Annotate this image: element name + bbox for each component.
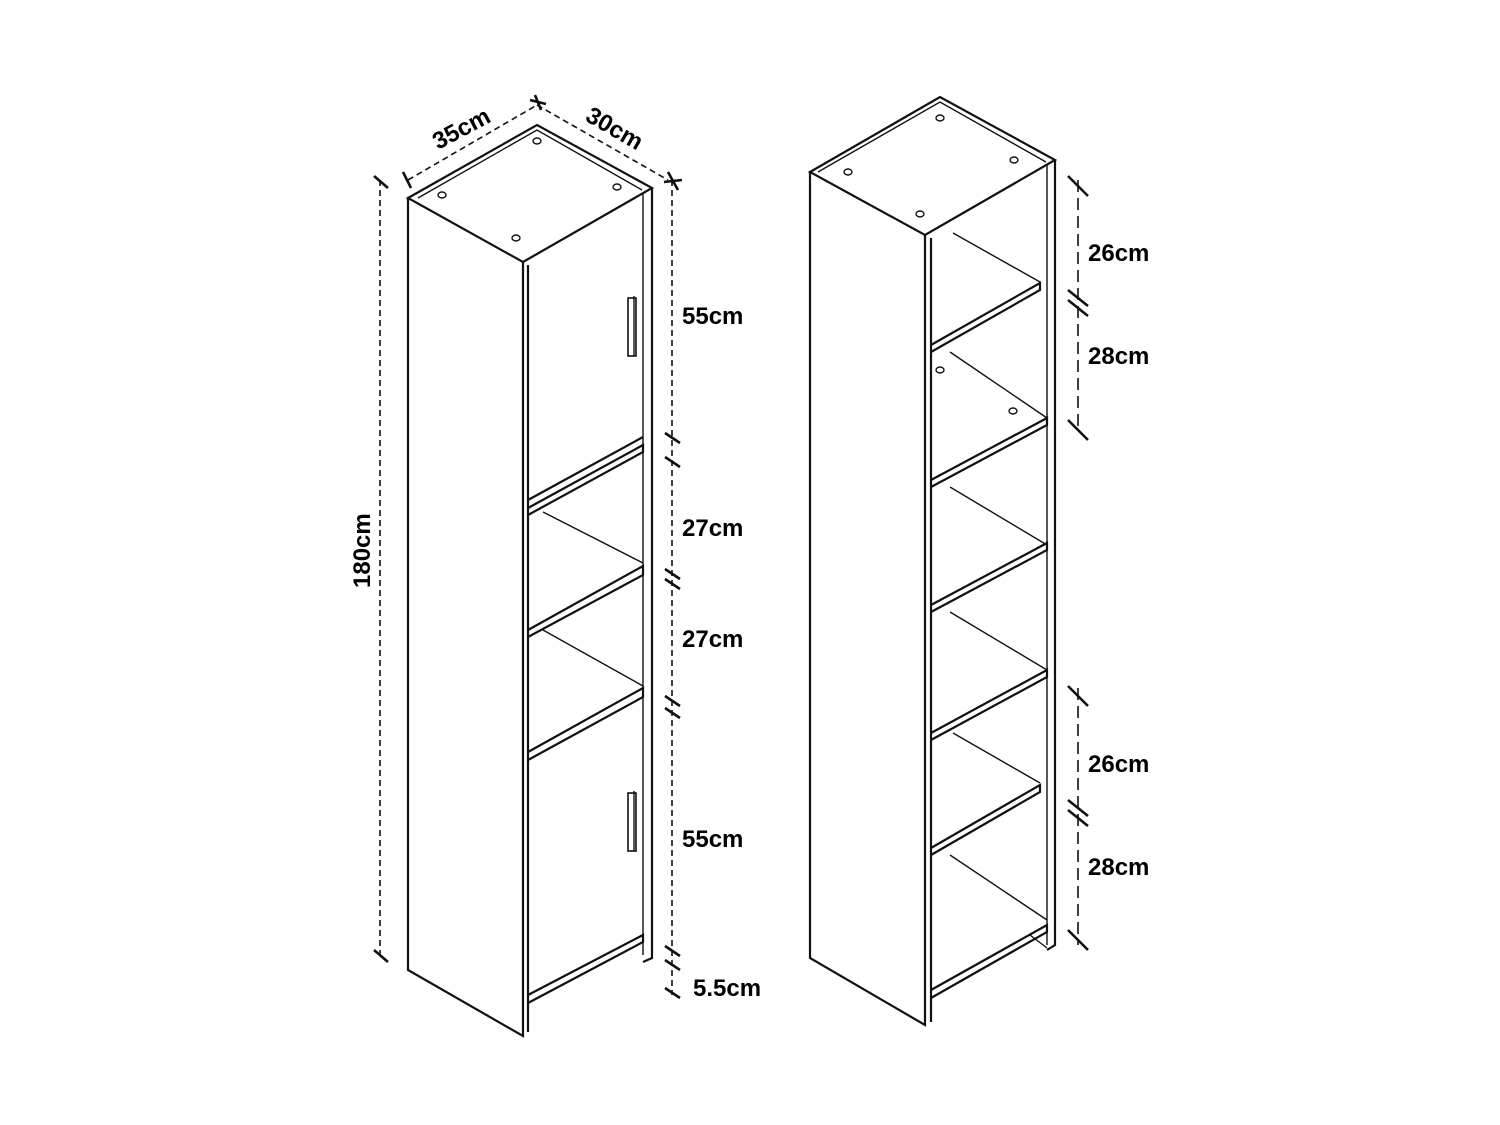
right-dimensions: 26cm 28cm 26cm 28cm — [1067, 175, 1149, 951]
door-handle-icon — [627, 792, 637, 852]
right-cabinet-top — [807, 95, 1058, 237]
shelf-2-height-label: 27cm — [682, 626, 743, 653]
right-cabinet — [807, 95, 1058, 1027]
upper-door-height-label: 55cm — [682, 303, 743, 330]
dowel-hole-icon — [1009, 156, 1019, 164]
lower-door — [527, 686, 645, 761]
left-dimensions: 35cm 30cm 180cm 55cm 27cm 27cm 55cm 5.5c… — [349, 94, 761, 1002]
shelf-1-height-label: 27cm — [682, 515, 743, 542]
left-cabinet — [405, 123, 655, 1038]
right-shelves — [930, 232, 1049, 999]
upper-door — [527, 436, 644, 501]
upper-section-1-label: 26cm — [1088, 240, 1149, 267]
width-label: 35cm — [428, 103, 495, 156]
dowel-hole-icon — [935, 114, 945, 122]
height-label: 180cm — [349, 513, 376, 588]
dowel-hole-icon — [843, 168, 853, 176]
dowel-hole-icon — [437, 191, 447, 199]
lower-section-2-label: 28cm — [1088, 854, 1149, 881]
dowel-hole-icon — [612, 183, 622, 191]
dowel-hole-icon — [915, 210, 925, 218]
dowel-hole-icon — [532, 137, 542, 145]
lower-section-1-label: 26cm — [1088, 751, 1149, 778]
door-handle-icon — [627, 297, 637, 357]
depth-label: 30cm — [581, 102, 648, 156]
dowel-hole-icon — [511, 234, 521, 242]
upper-section-2-label: 28cm — [1088, 343, 1149, 370]
lower-door-height-label: 55cm — [682, 826, 743, 853]
plinth-height-label: 5.5cm — [693, 975, 761, 1002]
